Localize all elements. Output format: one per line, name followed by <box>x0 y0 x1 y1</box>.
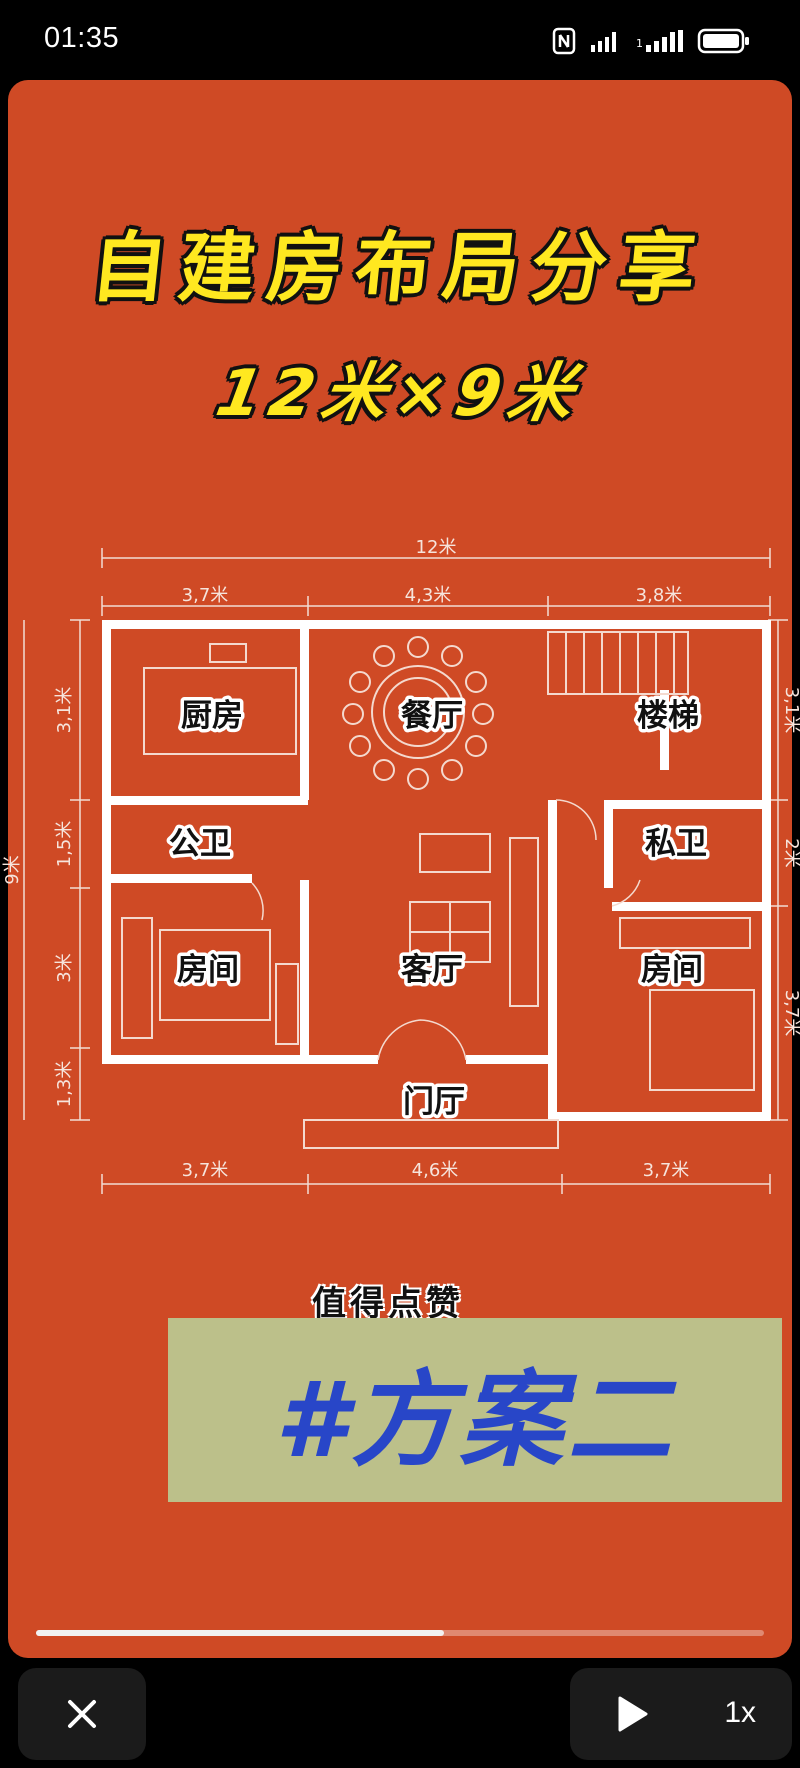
status-time: 01:35 <box>44 22 120 54</box>
dim-bottom-3: 3,7米 <box>643 1160 690 1181</box>
dim-top-3: 3,8米 <box>636 585 683 606</box>
dim-total-width: 12米 <box>416 537 457 558</box>
hashtag-banner: #方案二 <box>168 1318 782 1502</box>
dim-top-1: 3,7米 <box>182 585 229 606</box>
dim-left-total: 9米 <box>2 855 23 884</box>
floor-plan: 12米 3,7米 4,3米 3,8米 3,7米 4,6米 3,7米 3,1米 1… <box>2 537 800 1194</box>
room-private-bath: 私卫 <box>645 826 707 862</box>
status-icons: 1 <box>552 26 750 56</box>
like-caption: 值得点赞 <box>312 1284 464 1324</box>
room-dining: 餐厅 <box>401 698 463 734</box>
hashtag-text: #方案二 <box>274 1358 676 1481</box>
video-frame[interactable]: 自建房布局分享 12米×9米 <box>2 80 800 1658</box>
furniture <box>121 631 755 1149</box>
status-bar: 01:35 1 <box>0 0 800 86</box>
close-icon <box>68 1700 96 1728</box>
walls <box>102 620 771 1121</box>
svg-text:1: 1 <box>636 37 643 50</box>
dim-right-3: 3,7米 <box>781 990 800 1037</box>
dim-left-2: 1,5米 <box>54 821 75 868</box>
room-foyer: 门厅 <box>403 1084 465 1120</box>
progress-fill <box>36 1630 444 1636</box>
dim-bottom-2: 4,6米 <box>412 1160 459 1181</box>
dim-bottom-1: 3,7米 <box>182 1160 229 1181</box>
room-public-bath: 公卫 <box>169 826 231 862</box>
battery-icon <box>697 28 749 54</box>
dimension-lines <box>23 548 788 1194</box>
dim-right-1: 3,1米 <box>781 687 800 734</box>
nfc-icon <box>552 27 576 55</box>
dim-left-3: 3米 <box>54 953 75 982</box>
room-bedroom-right: 房间 <box>641 952 703 988</box>
room-bedroom-left: 房间 <box>177 952 239 988</box>
dim-left-1: 3,1米 <box>54 687 75 734</box>
dim-left-4: 1,3米 <box>54 1061 75 1108</box>
room-living: 客厅 <box>401 952 463 988</box>
room-stairs: 楼梯 <box>637 698 699 734</box>
progress-bar[interactable] <box>36 1630 764 1636</box>
signal-icon <box>591 32 616 52</box>
playback-controls: 1x <box>0 1660 800 1768</box>
signal-icon-2: 1 <box>636 30 683 52</box>
dim-top-2: 4,3米 <box>405 585 452 606</box>
doors <box>251 799 641 1061</box>
play-speed-group: 1x <box>570 1668 792 1760</box>
dim-right-2: 2米 <box>781 838 800 867</box>
play-icon[interactable] <box>614 1694 650 1734</box>
close-button[interactable] <box>18 1668 146 1760</box>
speed-button[interactable]: 1x <box>724 1696 756 1729</box>
room-kitchen: 厨房 <box>181 698 243 734</box>
